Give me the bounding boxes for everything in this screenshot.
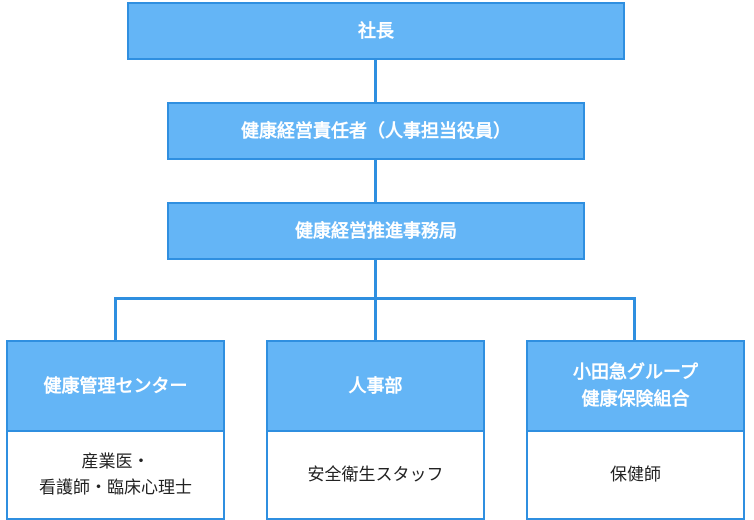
org-box-officer-label: 健康経営責任者（人事担当役員） <box>241 120 511 142</box>
connector-to-dept-2 <box>374 297 377 342</box>
dept-card-title: 小田急グループ 健康保険組合 <box>528 342 743 432</box>
dept-card-members: 産業医・ 看護師・臨床心理士 <box>39 451 192 498</box>
org-box-office-label: 健康経営推進事務局 <box>295 220 457 242</box>
org-box-president-label: 社長 <box>358 20 394 42</box>
org-box-health-management-officer: 健康経営責任者（人事担当役員） <box>167 102 585 160</box>
dept-card-title: 人事部 <box>268 342 483 432</box>
dept-card-health-insurance: 小田急グループ 健康保険組合 保健師 <box>526 340 745 520</box>
org-box-promotion-office: 健康経営推進事務局 <box>167 202 585 260</box>
dept-card-members: 保健師 <box>610 464 661 485</box>
org-box-president: 社長 <box>127 2 625 60</box>
dept-card-members: 安全衛生スタッフ <box>307 464 444 485</box>
connector-level2-to-level3 <box>374 158 377 202</box>
dept-card-health-center: 健康管理センター 産業医・ 看護師・臨床心理士 <box>6 340 225 520</box>
connector-top-to-level2 <box>374 58 377 102</box>
connector-to-dept-3 <box>633 297 636 342</box>
connector-level3-down <box>374 258 377 300</box>
connector-to-dept-1 <box>114 297 117 342</box>
dept-card-hr: 人事部 安全衛生スタッフ <box>266 340 485 520</box>
dept-card-title: 健康管理センター <box>8 342 223 432</box>
